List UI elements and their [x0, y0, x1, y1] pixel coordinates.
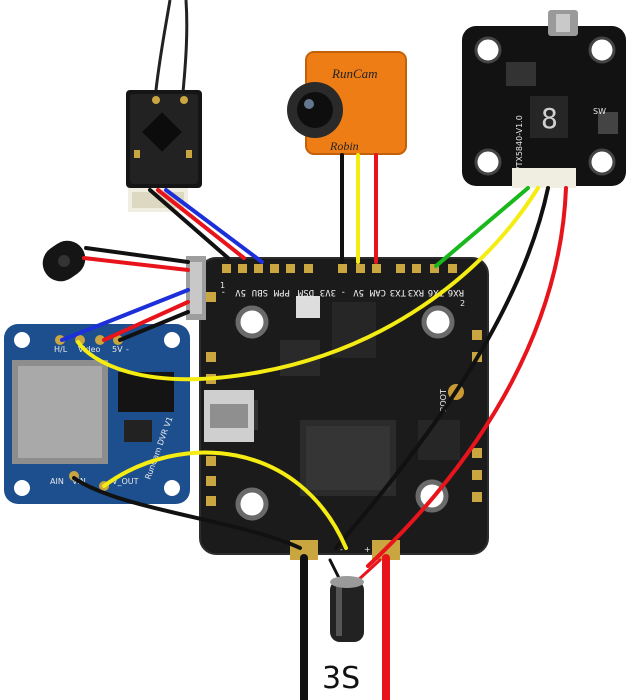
fc-pin-tx6: TX6 — [428, 287, 444, 297]
wires — [60, 153, 568, 700]
receiver — [126, 0, 202, 212]
fc-mark-minus: - — [340, 545, 343, 554]
fc-top-pads — [222, 264, 457, 273]
vtx-switch-label: SW — [593, 107, 606, 116]
wire-dvr-gnd — [118, 310, 190, 342]
flight-controller: BOOT 1 2 - — [199, 257, 489, 560]
wire-vtx-smartaudio — [434, 186, 530, 268]
vtx: 8 SW VTX5840-V1.0 — [462, 10, 626, 188]
battery-label: 3S — [322, 661, 360, 696]
fc-pin-5v-cam: 5V — [353, 287, 364, 297]
capacitor-body — [330, 580, 364, 642]
dvr-pin-gnd: - — [126, 345, 129, 354]
wire-dvr-control — [60, 288, 190, 342]
wire-buzzer-gnd — [84, 246, 190, 264]
capacitor — [330, 576, 364, 642]
fc-pin-tx3: TX3 — [390, 287, 406, 297]
camera-brand: RunCam — [331, 66, 378, 81]
wire-receiver-5v — [156, 188, 246, 260]
receiver-chip — [142, 112, 182, 152]
dvr-board: Video H/L 5V - AIN VIN V_OUT RunCam DVR … — [4, 324, 190, 504]
fc-mark-1: 1 — [220, 281, 225, 290]
wire-vtx-vin — [366, 186, 568, 568]
fc-pin-dsm: DSM — [297, 287, 314, 297]
fc-crystal — [296, 296, 320, 318]
fc-pin-rx3: RX3 — [408, 287, 424, 297]
wire-buzzer-pos — [82, 256, 190, 272]
vtx-display-digit: 8 — [541, 102, 558, 135]
wire-receiver-gnd — [148, 188, 230, 260]
fc-pin-cam: CAM — [369, 287, 386, 297]
fc-pin-rx6: RX6 — [448, 287, 464, 297]
fc-pin-ppm: PPM — [273, 287, 290, 297]
vtx-model: VTX5840-V1.0 — [515, 115, 524, 172]
dvr-pin-hl: H/L — [54, 345, 68, 354]
fc-mount-hole-2 — [421, 305, 455, 339]
wire-capacitor-neg — [328, 558, 342, 582]
fc-pin-5v: 5V — [235, 287, 246, 297]
fc-mark-2: 2 — [460, 299, 465, 308]
fc-mount-hole-1 — [235, 305, 269, 339]
antenna-wire-1 — [154, 0, 172, 91]
camera: RunCam Robin — [287, 51, 407, 155]
fc-mount-hole-3 — [235, 487, 269, 521]
wire-receiver-sbus — [164, 188, 264, 264]
fc-board — [200, 258, 488, 554]
dvr-pin-ain: AIN — [50, 477, 64, 486]
fc-pin-gnd-2: - — [341, 287, 346, 297]
antenna-wire-2 — [181, 0, 189, 93]
wire-vtx-video — [76, 186, 540, 382]
wire-dvr-vin-gnd — [72, 476, 302, 550]
dvr-pin-vout: V_OUT — [112, 477, 139, 486]
camera-model: Robin — [329, 139, 359, 153]
vtx-display — [530, 96, 568, 138]
wire-vtx-gnd — [334, 186, 550, 550]
fc-pin-3v3: 3V3 — [320, 287, 336, 297]
buzzer — [42, 240, 86, 282]
fc-pin-sbus: SBU — [252, 287, 268, 297]
dvr-pin-video: Video — [78, 345, 101, 354]
vtx-connector — [512, 168, 576, 188]
fc-mark-plus: + — [364, 545, 371, 554]
dvr-pin-5v: 5V — [112, 345, 123, 354]
wire-dvr-5v — [102, 300, 190, 342]
wire-dvr-video-out — [102, 450, 348, 550]
fc-pin-gnd: - — [221, 287, 226, 297]
fc-boot-label: BOOT — [439, 389, 448, 412]
